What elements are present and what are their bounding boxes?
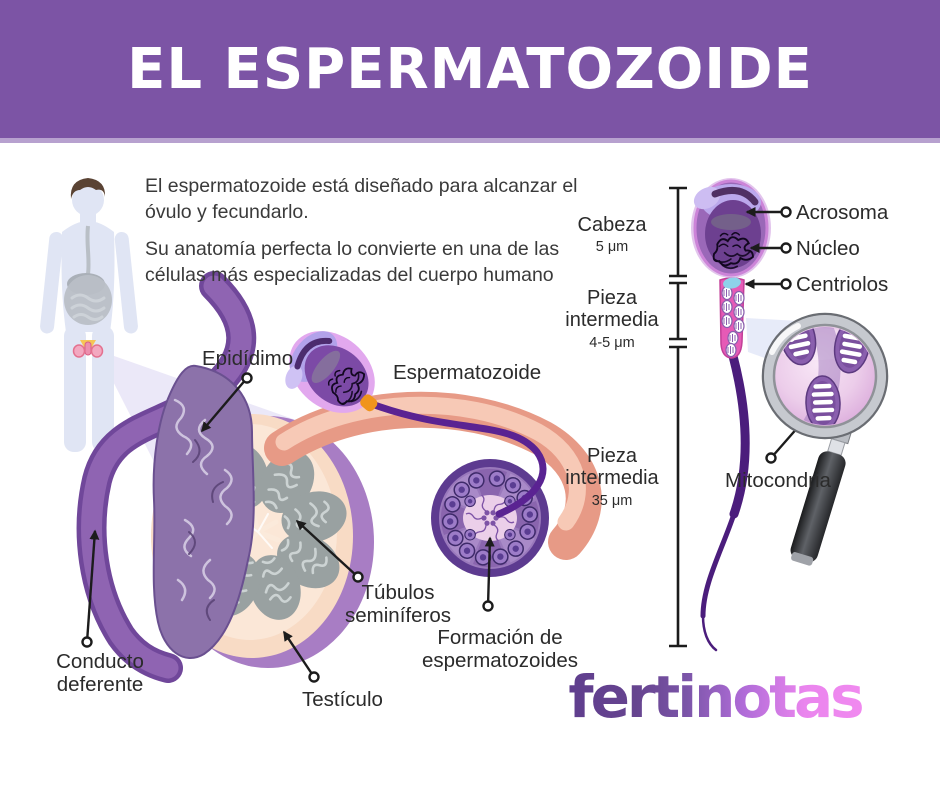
testis-annotation-arrows [81, 372, 495, 683]
label-nucleo: Núcleo [796, 237, 860, 260]
epididymis [152, 364, 255, 660]
logo-notas: notas [694, 663, 862, 731]
label-tubulos-seminiferos: Túbulos seminíferos [345, 581, 451, 628]
efferent-duct [264, 391, 602, 560]
testis-illustration [76, 271, 602, 683]
measurement-pieza-intermedia: Pieza intermedia 4-5 μm [565, 287, 659, 351]
label-centriolos: Centriolos [796, 273, 889, 296]
label-mitocondria: Mitocondria [725, 469, 831, 492]
intro-line: Su anatomía perfecta lo convierte en una… [145, 238, 560, 261]
sperm-annotation-arrows [744, 206, 807, 464]
sperm-neck-small [360, 394, 378, 412]
label-formacion-espermatozoides: Formación de espermatozoides [421, 626, 579, 673]
header-banner: EL ESPERMATOZOIDE [0, 0, 940, 143]
sperm-tail-small [368, 400, 547, 518]
hair [70, 178, 106, 199]
sperm-cell-small [285, 331, 547, 518]
label-espermatozoide: Espermatozoide [393, 361, 542, 384]
measurement-pieza-intermedia-cola: Pieza intermedia 35 μm [565, 445, 659, 509]
label-epididimo: Epidídimo [202, 347, 294, 370]
sperm-anatomy-illustration [669, 178, 889, 652]
logo-ferti: ferti [568, 663, 695, 731]
sperm-midpiece [719, 277, 745, 359]
label-testiculo: Testículo [302, 688, 383, 711]
intro-line: El espermatozoide está diseñado para alc… [145, 175, 578, 197]
measurement-brackets [669, 186, 687, 648]
magnifier-handle [790, 422, 853, 566]
intro-text: El espermatozoide está diseñado para alc… [145, 174, 578, 289]
centriole [723, 277, 741, 289]
measurement-cabeza: Cabeza 5 μm [577, 214, 647, 256]
fertinotas-logo: fertinotas [535, 663, 895, 731]
sperm-head [691, 178, 771, 278]
sperm-tail [700, 351, 750, 652]
label-acrosoma: Acrosoma [796, 201, 889, 224]
intro-line: óvulo y fecundarlo. [145, 200, 309, 223]
label-conducto-deferente: Conducto deferente [56, 650, 144, 697]
intro-line: células más especializadas del cuerpo hu… [145, 264, 554, 287]
page-title: EL ESPERMATOZOIDE [127, 36, 813, 102]
rete-testis [231, 507, 281, 549]
seminiferous-tubule-cross-section [431, 459, 549, 577]
magnifying-glass-icon [761, 312, 889, 566]
